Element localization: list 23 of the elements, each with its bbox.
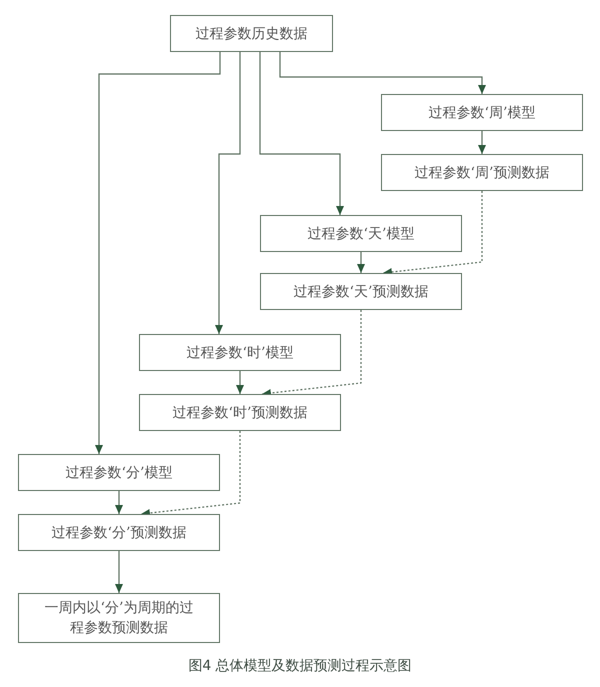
dotted-arrow [140,431,241,517]
process-box: 过程参数‘时’预测数据 [139,394,341,431]
arrow [357,252,365,273]
process-box: 过程参数‘周’预测数据 [381,154,583,191]
process-box: 过程参数‘天’预测数据 [260,273,462,310]
arrow [259,52,344,215]
arrow [115,491,123,514]
arrow [95,52,221,454]
dotted-arrow [262,310,362,397]
figure-caption: 图4 总体模型及数据预测过程示意图 [188,658,412,674]
process-box: 一周内以‘分’为周期的过程参数预测数据 [18,593,220,643]
process-box: 过程参数‘分’预测数据 [18,514,220,551]
process-box: 过程参数‘天’模型 [260,215,462,252]
arrow [236,371,244,394]
arrow [279,52,486,94]
process-box: 过程参数‘分’模型 [18,454,220,491]
dotted-arrow [382,191,483,276]
arrow [215,52,241,334]
process-box: 过程参数‘周’模型 [381,94,583,131]
process-box: 过程参数历史数据 [170,15,333,52]
arrow [478,131,486,154]
process-box: 过程参数‘时’模型 [139,334,341,371]
arrow [115,551,123,593]
